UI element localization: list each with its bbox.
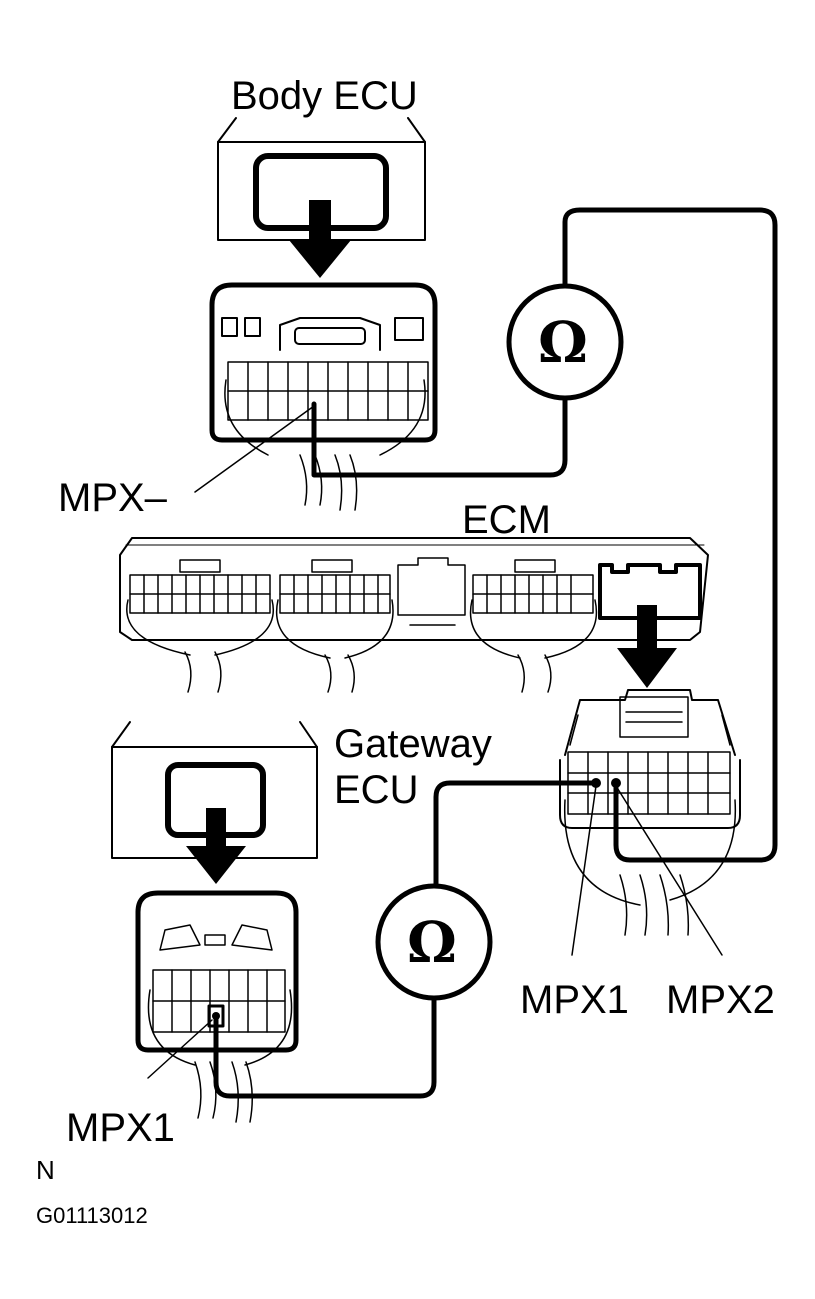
- ecm-connector-2: [279, 559, 391, 614]
- corner-letter: N: [36, 1155, 55, 1185]
- gateway-label-line1: Gateway: [334, 722, 492, 766]
- leader-ecm-mpx2: [615, 785, 723, 956]
- gateway-terminal-grid: [152, 969, 286, 1033]
- ecm-empty-socket: [397, 557, 466, 626]
- lead-ecm-mpx1-to-ohm: [433, 780, 599, 889]
- ohm-symbol-bottom: Ω: [407, 910, 457, 976]
- leader-gateway-mpx1: [147, 1019, 213, 1079]
- mpx-minus-label: MPX–: [58, 476, 167, 520]
- ecm-unit: [119, 537, 709, 693]
- ohm-symbol-top: Ω: [538, 310, 588, 376]
- body-ecu-terminal-grid: [227, 361, 429, 421]
- ecm-target-socket: [598, 563, 702, 620]
- body-ecu-arrow: [289, 200, 351, 278]
- body-ecu-label: Body ECU: [231, 74, 418, 118]
- ecm-mpx1-label: MPX1: [520, 978, 629, 1022]
- leader-ecm-mpx1: [571, 785, 597, 956]
- lead-ohm-bottom-to-gateway: [213, 995, 437, 1099]
- test-leads: [213, 207, 778, 1099]
- gateway-label-line2: ECU: [334, 768, 419, 812]
- gateway-ecu-arrow: [186, 808, 246, 884]
- ecm-connector-1: [129, 559, 271, 614]
- body-ecu-connector: [209, 282, 438, 511]
- ecm-label: ECM: [462, 498, 551, 542]
- gateway-mpx1-label: MPX1: [66, 1106, 175, 1150]
- lead-body-mpx-to-ohm: [311, 395, 568, 478]
- ecm-detail-connector: [559, 689, 741, 936]
- ecm-arrow: [617, 605, 677, 688]
- ecm-connector-3: [472, 559, 594, 614]
- figure-code: G01113012: [36, 1203, 148, 1228]
- ecm-mpx2-label: MPX2: [666, 978, 775, 1022]
- leader-mpx-minus: [194, 405, 315, 493]
- lead-ohm-top-to-ecm: [562, 207, 778, 863]
- leader-lines: [147, 405, 723, 1079]
